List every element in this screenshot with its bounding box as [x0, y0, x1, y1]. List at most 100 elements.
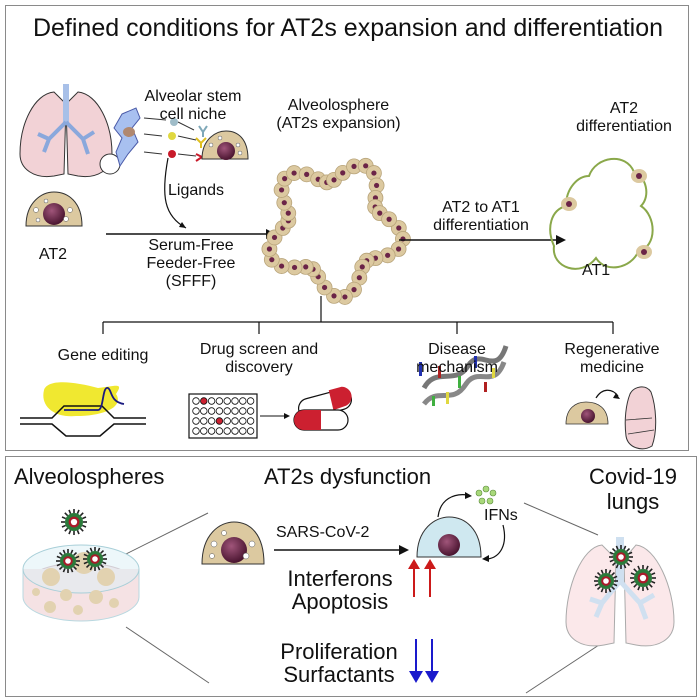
ligands-arrow: [164, 157, 187, 229]
sphere-nucleus: [340, 170, 346, 176]
virus-icon: [609, 545, 633, 569]
drug-screen-line1: Drug screen and: [199, 341, 319, 358]
culture-conditions-label: Serum-Free Feeder-Free (SFFF): [126, 237, 256, 291]
well: [207, 417, 216, 425]
at2-cell-icon: [201, 130, 249, 160]
alveolosphere-label: Alveolosphere (AT2s expansion): [266, 97, 411, 133]
ifn-dot-icon: [482, 485, 490, 493]
dysfunction-title: AT2s dysfunction: [264, 464, 432, 489]
diff-line2: differentiation: [576, 117, 672, 135]
sphere-nucleus: [342, 294, 348, 300]
application-regenerative-medicine: Regenerative medicine: [556, 341, 668, 377]
receptor-icon: [198, 125, 208, 137]
alveolosphere-icon: [261, 157, 411, 305]
panel-title: Defined conditions for AT2s expansion an…: [32, 14, 664, 42]
well-plate-icon: [188, 393, 258, 439]
well: [223, 407, 231, 415]
drug-screen-line2: discovery: [225, 358, 293, 376]
well: [192, 417, 200, 425]
sphere-nucleus: [386, 216, 392, 222]
sphere-nucleus: [356, 275, 362, 281]
arrow2-line1: AT2 to AT1: [442, 199, 520, 216]
covid-line1: Covid-19: [588, 464, 678, 489]
sphere-nucleus: [351, 287, 357, 293]
covid-lungs-label: Covid-19 lungs: [578, 464, 688, 514]
ifn-dot-icon: [475, 489, 483, 497]
lung-icon: [19, 84, 121, 178]
virus-icon: [630, 565, 656, 591]
well: [192, 407, 200, 415]
bottom-panel: Alveolospheres AT2s dysfunction SARS-CoV…: [5, 456, 697, 697]
culture-line1: Serum-Free: [148, 237, 234, 254]
receptor-icon: [195, 137, 207, 148]
sphere-nucleus: [281, 200, 287, 206]
well: [200, 407, 208, 415]
regenerative-icon: [565, 386, 657, 450]
sphere-nucleus: [373, 182, 380, 189]
regenerative-line1: Regenerative: [564, 341, 660, 358]
virus-icon: [83, 547, 107, 571]
top-illustration: [19, 84, 657, 450]
differentiated-sphere-icon: [549, 157, 654, 270]
dna-icon: [419, 345, 509, 406]
virus-icon: [61, 509, 87, 535]
petri-dish-icon: [22, 544, 140, 622]
sphere-nucleus: [285, 210, 291, 216]
sphere-nucleus: [385, 252, 391, 258]
well: [200, 427, 208, 435]
well: [231, 407, 239, 415]
covid-line2: lungs: [606, 488, 660, 514]
sphere-nucleus: [304, 171, 310, 177]
sphere-nucleus: [395, 246, 402, 252]
sphere-nucleus: [371, 170, 377, 176]
bottom-illustration: [22, 485, 675, 694]
connector-line: [125, 626, 210, 684]
well: [231, 417, 239, 425]
well: [200, 397, 208, 405]
well: [192, 427, 200, 435]
gene-editing-icon: [20, 382, 146, 437]
well: [207, 427, 216, 435]
application-drug-screen: Drug screen and discovery: [189, 341, 329, 377]
connector-line: [525, 642, 603, 694]
at2-cell-icon: [25, 191, 83, 227]
sphere-nucleus: [377, 210, 383, 216]
ifn-secretion-arrow: [437, 494, 469, 518]
niche-label: Alveolar stem cell niche: [128, 88, 258, 124]
culture-line2: Feeder-Free: [146, 254, 236, 272]
well: [192, 397, 200, 405]
upregulated-list: Interferons Apoptosis: [270, 567, 410, 613]
well: [215, 427, 224, 435]
virus-label: SARS-CoV-2: [276, 524, 370, 541]
differentiation-arrow-label: AT2 to AT1 differentiation: [406, 199, 556, 235]
ifn-feedback-arrow: [487, 524, 506, 560]
culture-line3: (SFFF): [165, 272, 217, 290]
alveolosphere-line2: (AT2s expansion): [276, 114, 401, 132]
sphere-nucleus: [266, 246, 273, 252]
niche-label-line1: Alveolar stem: [144, 88, 242, 105]
sphere-nucleus: [303, 264, 309, 270]
ifn-dot-icon: [486, 497, 494, 505]
at1-label: AT1: [582, 262, 611, 279]
at2-label: AT2: [38, 246, 68, 263]
well: [223, 427, 231, 435]
well: [223, 397, 231, 405]
well: [239, 417, 247, 425]
arrow2-line2: differentiation: [433, 216, 529, 234]
applications-bracket: [102, 296, 614, 334]
connector-line: [523, 502, 599, 536]
well: [215, 417, 224, 425]
decrease-arrows-icon: [409, 639, 439, 683]
sphere-nucleus: [396, 225, 402, 231]
down-line1: Proliferation: [280, 639, 398, 664]
infected-cell-icon: [416, 516, 482, 558]
alveolospheres-label: Alveolospheres: [14, 464, 165, 489]
well: [246, 397, 255, 405]
niche-cell-icon: [113, 107, 141, 168]
sphere-nucleus: [331, 293, 337, 299]
well: [207, 397, 216, 405]
ifn-dot-icon: [489, 489, 497, 497]
sphere-nucleus: [321, 284, 328, 291]
sphere-nucleus: [363, 163, 369, 169]
well: [215, 397, 224, 405]
